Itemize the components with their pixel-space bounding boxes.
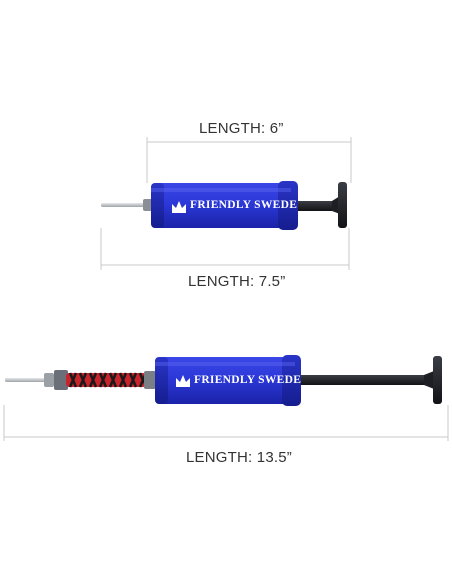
braided-hose <box>66 373 146 387</box>
needle-fitting <box>44 373 54 387</box>
needle <box>5 378 49 382</box>
length-label-short: LENGTH: 6” <box>199 120 284 137</box>
pump-barrel <box>151 183 291 228</box>
dimension-line-collapsed <box>100 228 350 270</box>
needle-fitting <box>143 199 153 211</box>
brand-text-compact: FRIENDLY SWEDE <box>190 199 298 211</box>
pump-barrel <box>155 357 295 404</box>
needle <box>101 203 147 207</box>
hose-braid-pattern <box>68 372 148 388</box>
pump-handle <box>433 356 442 404</box>
plunger-rod <box>298 201 332 211</box>
length-label-collapsed: LENGTH: 7.5” <box>188 273 286 290</box>
plunger-rod <box>301 375 429 385</box>
hose-nut <box>54 370 68 390</box>
brand-text-extended: FRIENDLY SWEDE <box>194 374 302 386</box>
hose-fitting <box>144 371 156 389</box>
barrel-cap-left <box>155 357 168 404</box>
barrel-cap-right <box>282 355 301 406</box>
length-label-extended: LENGTH: 13.5” <box>186 449 292 466</box>
pump-handle <box>338 182 347 228</box>
barrel-cap-left <box>151 183 164 228</box>
pump-extended <box>5 355 442 406</box>
barrel-cap-right <box>278 181 298 230</box>
dimension-line-extended <box>3 405 449 441</box>
pump-compact <box>101 181 347 230</box>
dimension-line-short <box>146 137 352 183</box>
crown-logo-icon <box>176 375 190 387</box>
crown-logo-icon <box>172 201 186 213</box>
